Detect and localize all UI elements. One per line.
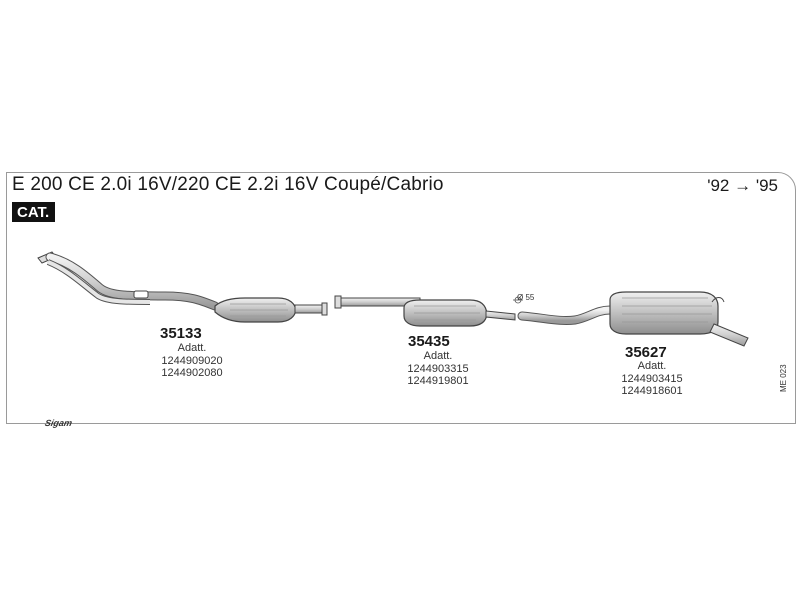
oem-code: 1244918601 [621, 385, 683, 397]
front-pipe-35133 [37, 251, 328, 323]
vehicle-title: E 200 CE 2.0i 16V/220 CE 2.2i 16V Coupé/… [12, 174, 444, 195]
cat-badge: CAT. [12, 202, 56, 222]
part-35627-details: Adatt. 1244903415 1244918601 [612, 360, 692, 398]
brand-logo: Sigam [43, 418, 74, 428]
part-35133-details: Adatt. 1244909020 1244902080 [152, 342, 232, 380]
rear-silencer-35627 [517, 291, 749, 347]
year-range: '92 → '95 [707, 176, 778, 195]
oem-code: 1244902080 [161, 367, 223, 379]
diameter-label: Ø 55 [517, 293, 535, 302]
oem-code: 1244909020 [161, 354, 223, 367]
part-number-35627: 35627 [625, 344, 667, 361]
adapter-label: Adatt. [177, 342, 207, 354]
drawing-code: ME 023 [779, 364, 788, 392]
adapter-label: Adatt. [423, 350, 453, 362]
oem-code: 1244903315 [407, 362, 469, 375]
intermediate-silencer-35435 [334, 295, 516, 327]
part-35435-details: Adatt. 1244903315 1244919801 [398, 350, 478, 388]
part-number-35133: 35133 [160, 325, 202, 342]
part-number-35435: 35435 [408, 333, 450, 350]
diagram-frame [6, 172, 796, 424]
diameter-marker [513, 296, 523, 304]
oem-code: 1244919801 [407, 375, 469, 387]
oem-code: 1244903415 [621, 372, 683, 385]
adapter-label: Adatt. [637, 360, 667, 372]
